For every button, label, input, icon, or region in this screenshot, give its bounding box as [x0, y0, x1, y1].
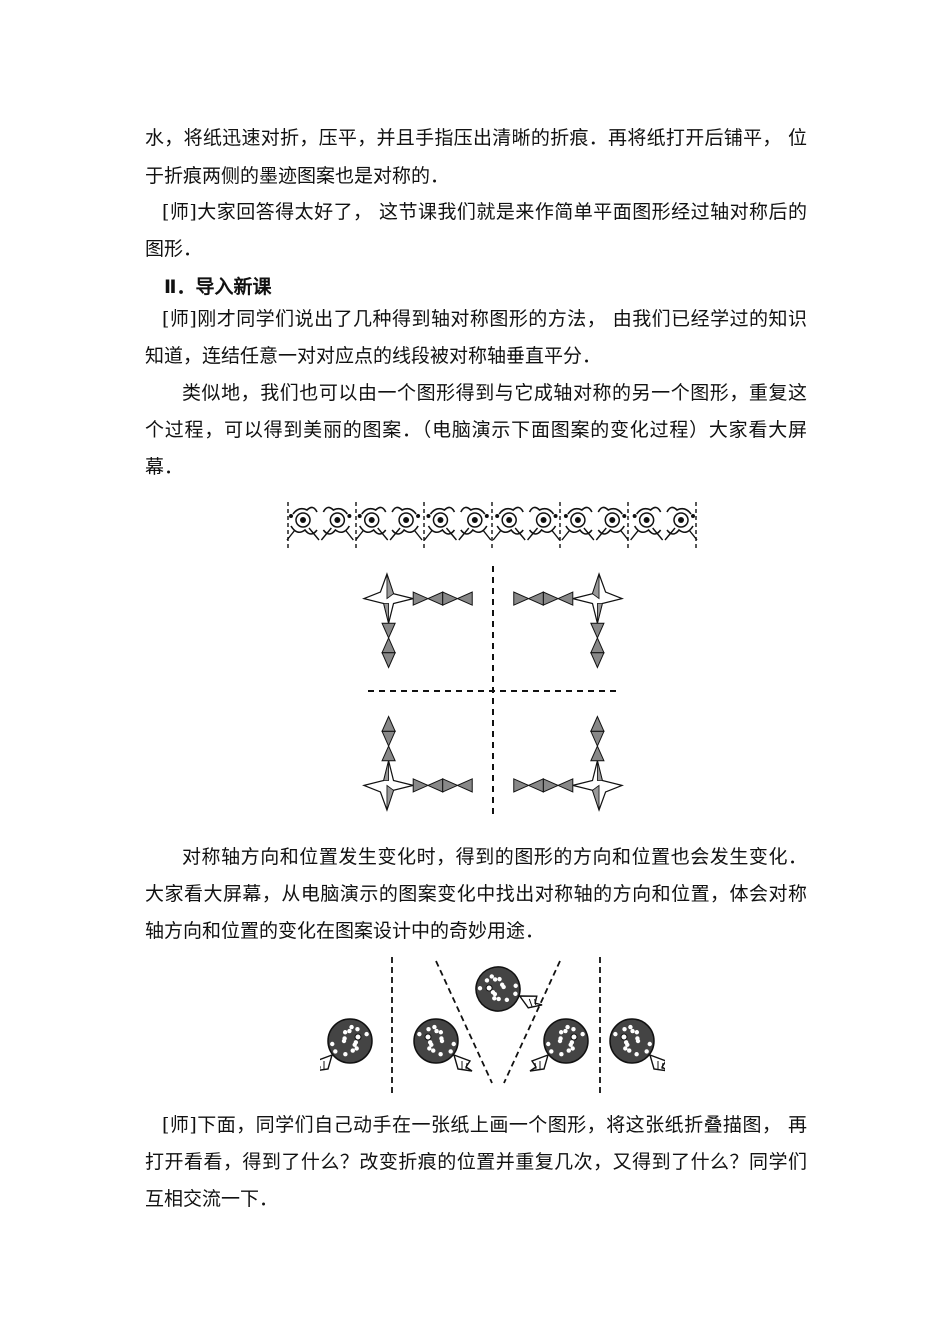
text-line: 打开看看，得到了什么？改变折痕的位置并重复几次，又得到了什么？同学们 — [145, 1151, 807, 1173]
text-line: 轴方向和位置的变化在图案设计中的奇妙用途． — [145, 920, 545, 942]
flower-border-pattern-icon — [286, 502, 698, 548]
text-line: [师]下面，同学们自己动手在一张纸上画一个图形，将这张纸折叠描图， 再 — [162, 1114, 807, 1136]
text-line: 幕． — [145, 456, 184, 478]
text-line: [师]刚才同学们说出了几种得到轴对称图形的方法， 由我们已经学过的知识 — [162, 308, 807, 330]
text-line: [师]大家回答得太好了， 这节课我们就是来作简单平面图形经过轴对称后的 — [162, 201, 807, 223]
text-line: 类似地，我们也可以由一个图形得到与它成轴对称的另一个图形，重复这 — [182, 382, 807, 404]
text-line: 于折痕两侧的墨迹图案也是对称的． — [145, 165, 450, 187]
triangle-corner-pattern-icon — [362, 566, 624, 818]
text-line: 大家看大屏幕，从电脑演示的图案变化中找出对称轴的方向和位置，体会对称 — [145, 883, 807, 905]
text-line: 图形． — [145, 238, 203, 260]
text-line: 水，将纸迅速对折，压平，并且手指压出清晰的折痕．再将纸打开后铺平， 位 — [145, 127, 807, 149]
text-line: 知道，连结任意一对对应点的线段被对称轴垂直平分． — [145, 345, 602, 367]
fish-head-pattern-icon — [320, 957, 665, 1093]
text-line: 个过程，可以得到美丽的图案．（电脑演示下面图案的变化过程）大家看大屏 — [145, 419, 807, 441]
text-line: 对称轴方向和位置发生变化时，得到的图形的方向和位置也会发生变化． — [182, 846, 807, 868]
text-line: 互相交流一下． — [145, 1188, 279, 1210]
section-heading: Ⅱ．导入新课 — [164, 276, 272, 298]
